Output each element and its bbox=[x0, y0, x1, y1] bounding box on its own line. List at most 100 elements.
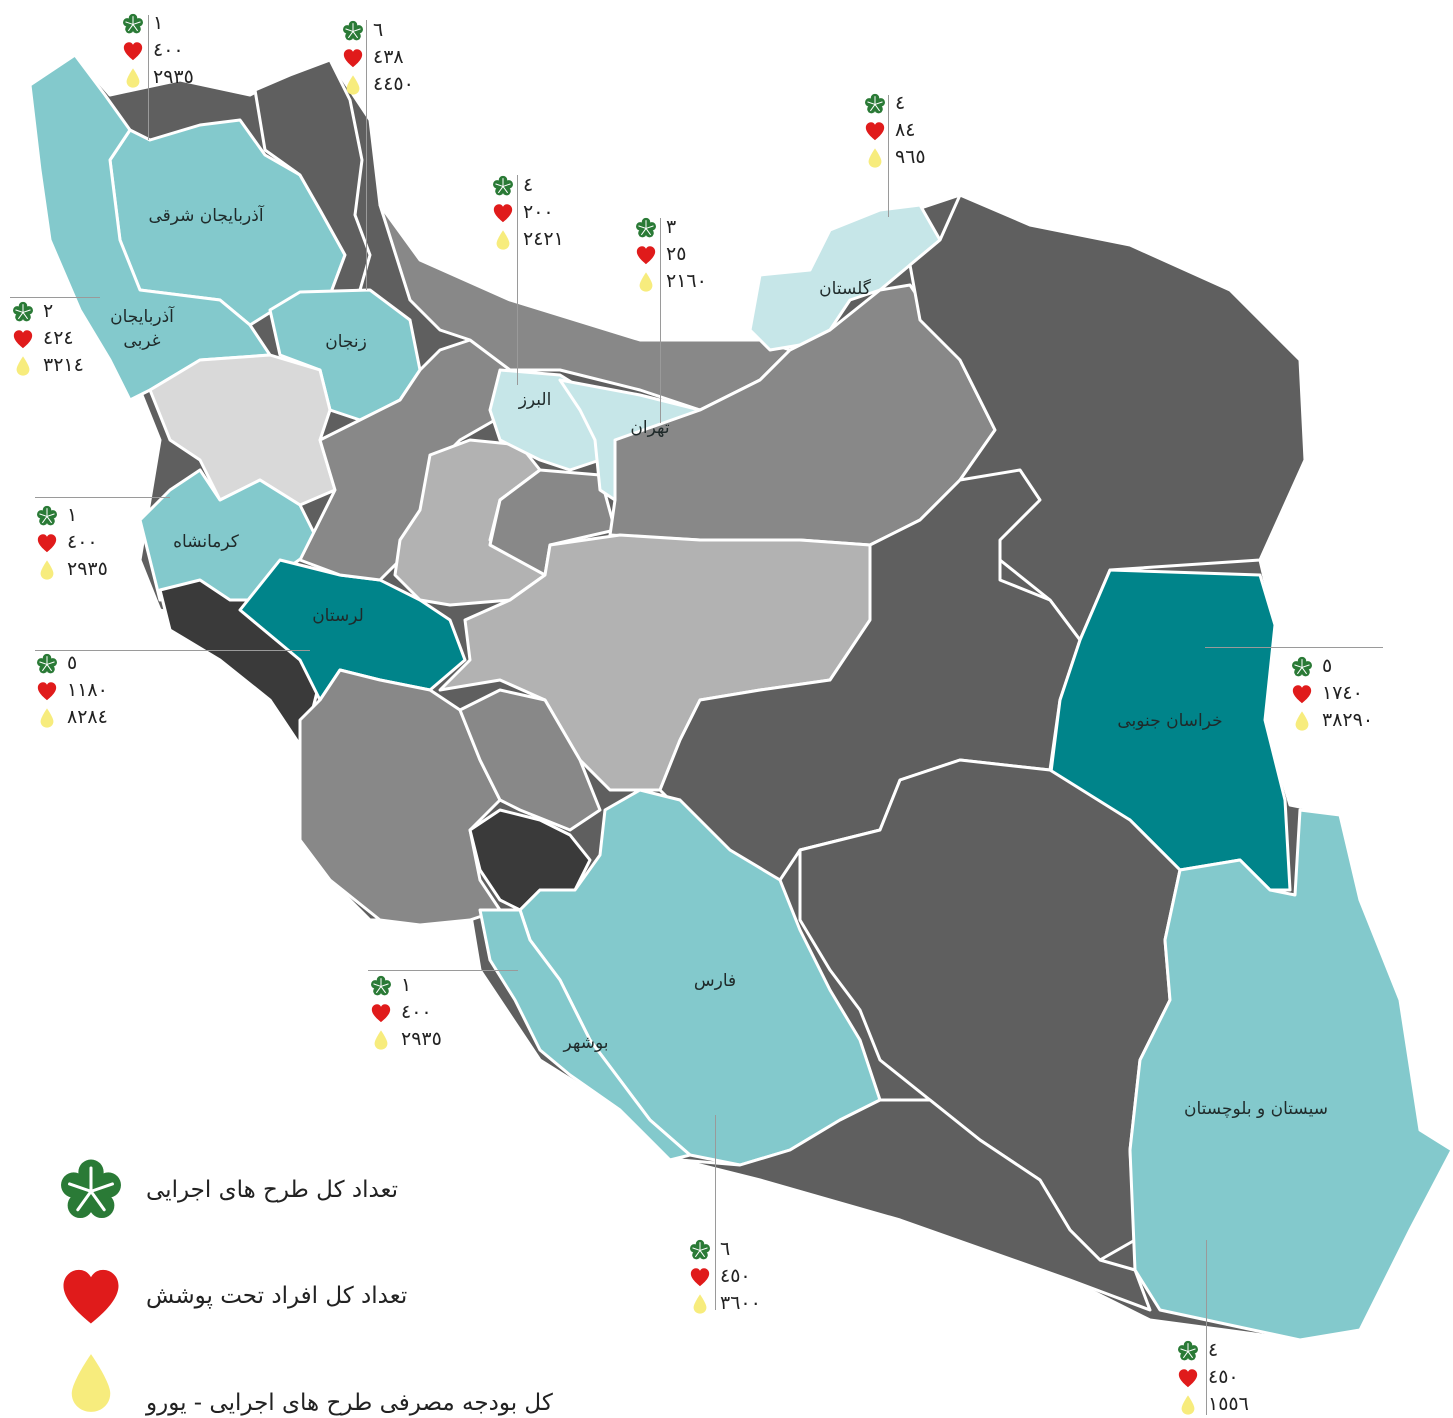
drop-icon bbox=[689, 1293, 711, 1315]
drop-icon bbox=[864, 147, 886, 169]
legend-projects-label: تعداد کل طرح های اجرایی bbox=[146, 1177, 399, 1203]
budget-amount: ١٥٥٦ bbox=[1208, 1393, 1249, 1415]
stat-block-alborz: ٤ ٢٠٠ ٢٤٢١ bbox=[492, 172, 564, 253]
label-bushehr: بوشهر bbox=[563, 1033, 609, 1053]
heart-icon bbox=[370, 1002, 392, 1024]
clover-icon bbox=[370, 975, 392, 997]
people-count: ٤٠٠ bbox=[153, 39, 184, 61]
legend-budget: کل بودجه مصرفی طرح های اجرایی - یورو bbox=[58, 1350, 553, 1416]
leader-line bbox=[1206, 1240, 1207, 1415]
budget-amount: ٢٩٣٥ bbox=[153, 66, 194, 88]
people-count: ٤٣٨ bbox=[373, 46, 404, 68]
stat-block-lorestan: ٥ ١١٨٠ ٨٢٨٤ bbox=[36, 650, 108, 731]
legend-projects: تعداد کل طرح های اجرایی bbox=[58, 1157, 398, 1223]
region-chaharmahal bbox=[458, 688, 602, 832]
drop-icon bbox=[635, 271, 657, 293]
label-zanjan: زنجان bbox=[325, 332, 367, 352]
clover-icon bbox=[1177, 1340, 1199, 1362]
leader-line bbox=[1205, 647, 1383, 648]
region-golestan bbox=[748, 203, 942, 352]
projects-count: ١ bbox=[67, 504, 78, 526]
leader-line bbox=[366, 20, 367, 290]
budget-amount: ٣٢١٤ bbox=[43, 354, 84, 376]
clover-icon bbox=[635, 217, 657, 239]
people-count: ٤٠٠ bbox=[401, 1001, 432, 1023]
projects-count: ٤ bbox=[1208, 1339, 1219, 1361]
leader-line bbox=[517, 175, 518, 385]
label-kermanshah: کرمانشاه bbox=[173, 532, 239, 552]
stat-block-east-azerbaijan: ١ ٤٠٠ ٢٩٣٥ bbox=[122, 10, 194, 91]
leader-line bbox=[35, 497, 170, 498]
projects-count: ٣ bbox=[666, 216, 677, 238]
people-count: ٢٥ bbox=[666, 243, 687, 265]
heart-icon bbox=[12, 328, 34, 350]
label-tehran: تهران bbox=[630, 418, 670, 438]
heart-icon bbox=[1177, 1367, 1199, 1389]
people-count: ٨٤ bbox=[895, 119, 916, 141]
heart-icon bbox=[635, 244, 657, 266]
clover-icon bbox=[689, 1239, 711, 1261]
heart-icon bbox=[36, 680, 58, 702]
projects-count: ٤ bbox=[523, 174, 534, 196]
clover-icon bbox=[342, 20, 364, 42]
leader-line bbox=[10, 297, 100, 298]
label-west-azerbaijan: آذربایجان غربی bbox=[110, 307, 174, 351]
stat-block-bushehr: ١ ٤٠٠ ٢٩٣٥ bbox=[370, 972, 442, 1053]
heart-icon bbox=[864, 120, 886, 142]
people-count: ٤٥٠ bbox=[1208, 1366, 1239, 1388]
drop-icon bbox=[12, 355, 34, 377]
label-sistan: سیستان و بلوچستان bbox=[1184, 1099, 1328, 1119]
leader-line bbox=[888, 95, 889, 217]
label-east-azerbaijan: آذربایجان شرقی bbox=[148, 206, 264, 226]
clover-icon bbox=[864, 93, 886, 115]
leader-line bbox=[660, 218, 661, 423]
region-sistan bbox=[1128, 808, 1453, 1342]
stat-block-west-azerbaijan: ٢ ٤٢٤ ٣٢١٤ bbox=[12, 298, 84, 379]
stat-block-golestan: ٤ ٨٤ ٩٦٥ bbox=[864, 90, 926, 171]
drop-icon bbox=[492, 229, 514, 251]
heart-icon bbox=[689, 1266, 711, 1288]
leader-line bbox=[715, 1115, 716, 1310]
projects-count: ٢ bbox=[43, 300, 54, 322]
heart-icon bbox=[122, 40, 144, 62]
budget-amount: ٩٦٥ bbox=[895, 146, 926, 168]
clover-icon bbox=[58, 1157, 124, 1223]
budget-amount: ٢٩٣٥ bbox=[401, 1028, 442, 1050]
drop-icon bbox=[1177, 1394, 1199, 1416]
projects-count: ٤ bbox=[895, 92, 906, 114]
projects-count: ٥ bbox=[1322, 655, 1333, 677]
leader-line bbox=[148, 15, 149, 140]
legend-budget-label: کل بودجه مصرفی طرح های اجرایی - یورو bbox=[146, 1390, 553, 1416]
budget-amount: ٢١٦٠ bbox=[666, 270, 707, 292]
clover-icon bbox=[12, 301, 34, 323]
drop-icon bbox=[342, 74, 364, 96]
people-count: ٤٢٤ bbox=[43, 327, 74, 349]
stat-block-sistan: ٤ ٤٥٠ ١٥٥٦ bbox=[1177, 1337, 1249, 1418]
label-fars: فارس bbox=[693, 971, 737, 991]
clover-icon bbox=[492, 175, 514, 197]
drop-icon bbox=[1291, 710, 1313, 732]
leader-line bbox=[35, 650, 310, 651]
label-golestan: گلستان bbox=[819, 279, 871, 299]
budget-amount: ٤٤٥٠ bbox=[373, 73, 414, 95]
drop-icon bbox=[36, 559, 58, 581]
drop-icon bbox=[122, 67, 144, 89]
region-hormozgan bbox=[678, 1098, 1152, 1312]
projects-count: ٦ bbox=[373, 19, 384, 41]
projects-count: ٥ bbox=[67, 652, 78, 674]
heart-icon bbox=[342, 47, 364, 69]
clover-icon bbox=[36, 653, 58, 675]
clover-icon bbox=[36, 505, 58, 527]
region-bushehr bbox=[478, 908, 692, 1162]
drop-icon bbox=[370, 1029, 392, 1051]
people-count: ٤٥٠ bbox=[720, 1265, 751, 1287]
projects-count: ٦ bbox=[720, 1238, 731, 1260]
region-qom bbox=[488, 468, 617, 577]
stat-block-fars: ٦ ٤٥٠ ٣٦٠٠ bbox=[689, 1236, 761, 1317]
clover-icon bbox=[122, 13, 144, 35]
region-ardabil bbox=[253, 58, 372, 297]
heart-icon bbox=[36, 532, 58, 554]
budget-amount: ٨٢٨٤ bbox=[67, 706, 108, 728]
people-count: ١١٨٠ bbox=[67, 679, 108, 701]
